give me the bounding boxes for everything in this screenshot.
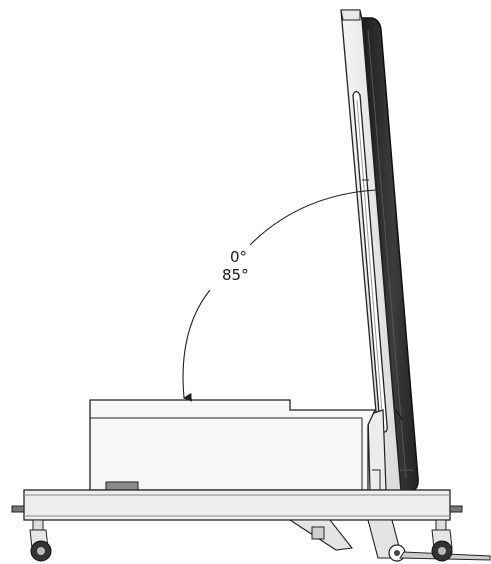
caster-right [431,519,453,562]
tilt-mechanism [288,519,491,562]
tilt-angle-arc [182,189,377,402]
bolt-icon [11,505,25,513]
caster-left [29,519,52,562]
angle-min-label: 0° [230,248,247,266]
bolt-icon [449,505,463,513]
angle-max-label: 85° [222,266,249,284]
cart-deck [11,489,463,521]
mast-frame [340,9,402,493]
mast-bracket [367,409,387,491]
base-box [89,399,377,492]
